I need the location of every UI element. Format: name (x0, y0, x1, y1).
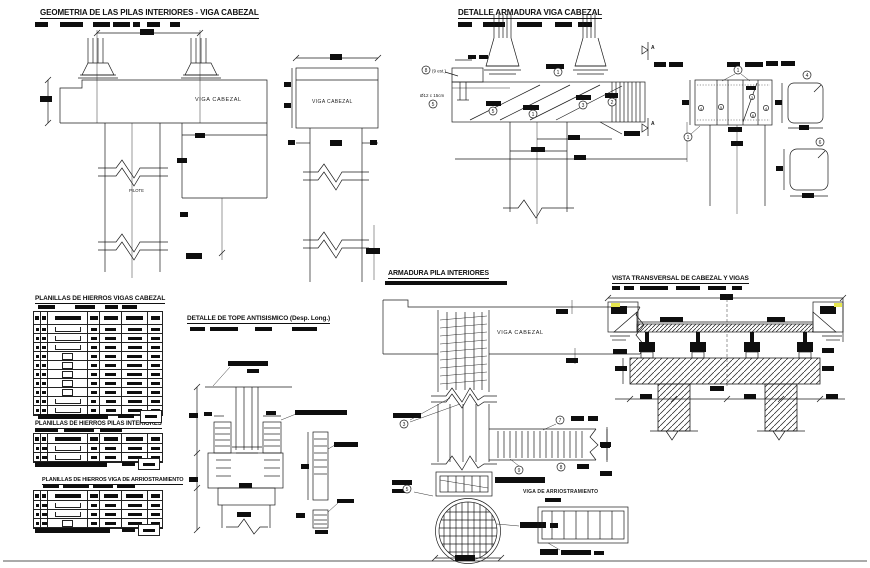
svg-text:5: 5 (432, 102, 435, 108)
viga-cabezal-label-armadura: VIGA CABEZAL (497, 330, 544, 336)
table-row (34, 519, 162, 528)
title-detalle-armadura: DETALLE ARMADURA VIGA CABEZAL (458, 8, 603, 19)
title-armadura-pila: ARMADURA PILA INTERIORES (388, 270, 489, 279)
table-planillas-vigas-cabezal (33, 311, 163, 416)
detalle-armadura-viga-cabezal (444, 14, 688, 224)
callout-4-plan: 4 (698, 105, 704, 111)
callout-5-plan: 5 (718, 104, 724, 110)
phi12-label: Ø12 c 15cm (420, 93, 445, 98)
viga-arriostramiento-label: VIGA DE ARRIOSTRAMIENTO (523, 489, 598, 495)
svg-text:1: 1 (532, 112, 535, 118)
svg-text:6: 6 (819, 140, 822, 146)
table-row (34, 453, 162, 462)
title-vista-transversal: VISTA TRANSVERSAL DE CABEZAL Y VIGAS (612, 275, 749, 284)
geometria-elevation (35, 22, 268, 278)
highlight-mark-left (611, 303, 620, 307)
callout-1-plan: 1 (733, 65, 743, 75)
table-row (34, 388, 162, 397)
svg-text:7: 7 (559, 418, 562, 424)
table-row (34, 510, 162, 519)
callout-1: 1 (553, 67, 563, 77)
svg-text:3: 3 (582, 103, 585, 109)
table-row (34, 352, 162, 361)
svg-text:4: 4 (806, 73, 809, 79)
callout-1b: 1 (528, 109, 538, 119)
svg-text:8: 8 (425, 68, 428, 74)
callout-7-pila: 7 (555, 415, 565, 425)
table-row (34, 370, 162, 379)
title-planillas-arriostramiento: PLANILLAS DE HIERROS VIGA DE ARRIOSTRAMI… (42, 477, 184, 485)
svg-text:9: 9 (518, 468, 521, 474)
table-planillas-arriostramiento (33, 490, 163, 529)
svg-text:6: 6 (752, 113, 755, 118)
table-header-row (34, 434, 162, 444)
callout-3-pila: 3 (399, 419, 409, 429)
table-row (34, 444, 162, 453)
geometria-side-view (284, 54, 382, 282)
table-row (34, 334, 162, 343)
table-row (34, 361, 162, 370)
pilote-label: PILOTE (129, 188, 144, 193)
title-geometria: GEOMETRIA DE LAS PILAS INTERIORES - VIGA… (40, 8, 259, 19)
svg-text:2: 2 (611, 100, 614, 106)
estribos-label: (9 est.) (432, 69, 447, 74)
svg-text:4: 4 (765, 106, 768, 111)
title-planillas-vigas: PLANILLAS DE HIERROS VIGAS CABEZAL (35, 295, 166, 304)
callout-2: 2 (607, 97, 617, 107)
armadura-pila-interiores (382, 281, 645, 564)
title-planillas-pilas: PLANILLAS DE HIERROS PILAS INTERIORES (35, 421, 162, 429)
section-a-bottom-label: A (651, 121, 655, 127)
svg-text:5: 5 (492, 109, 495, 115)
table-row (34, 379, 162, 388)
vista-transversal (600, 286, 847, 476)
callout-6-plan: 6 (750, 112, 756, 118)
callout-5-pila: 5 (402, 484, 412, 494)
callout-6-stirrup: 6 (815, 137, 825, 147)
viga-cabezal-label-elevation: VIGA CABEZAL (195, 97, 242, 103)
svg-text:1: 1 (557, 70, 560, 76)
svg-text:1: 1 (687, 135, 690, 141)
callout-1-plan-left: 1 (683, 132, 693, 142)
table-row (34, 397, 162, 406)
svg-text:3: 3 (403, 422, 406, 428)
title-tope-antisismico: DETALLE DE TOPE ANTISISMICO (Desp. Long.… (187, 315, 331, 324)
table-row (34, 343, 162, 352)
svg-text:5: 5 (406, 487, 409, 493)
viga-cabezal-label-side: VIGA CABEZAL (312, 99, 353, 105)
svg-text:5: 5 (720, 105, 723, 110)
highlight-mark-right (834, 303, 842, 307)
tope-antisismico (189, 327, 358, 535)
table-header-row (34, 491, 162, 501)
table-row (34, 325, 162, 334)
callout-8: 8 (421, 65, 431, 75)
callout-3-plan: 3 (749, 94, 755, 100)
cabezal-plan-view (682, 61, 829, 214)
table-row (34, 501, 162, 510)
callout-5b: 5 (488, 106, 498, 116)
svg-text:8: 8 (560, 465, 563, 471)
callout-5: 5 (428, 99, 438, 109)
callout-4-plan-b: 4 (763, 105, 769, 111)
svg-text:3: 3 (751, 95, 754, 100)
section-a-top-label: A (651, 45, 655, 51)
callout-3: 3 (578, 100, 588, 110)
table-header-row (34, 312, 162, 325)
svg-text:1: 1 (737, 68, 740, 74)
svg-text:4: 4 (700, 106, 703, 111)
callout-4-stirrup: 4 (802, 70, 812, 80)
callout-8-pila: 8 (556, 462, 566, 472)
callout-9-pila: 9 (514, 465, 524, 475)
